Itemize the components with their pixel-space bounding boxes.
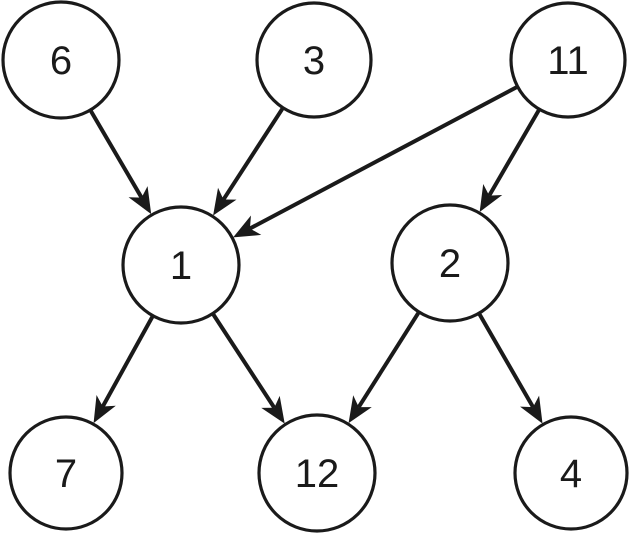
edge-2-to-4	[477, 313, 543, 424]
node-circle[interactable]	[390, 203, 510, 323]
graph-node-11[interactable]: 11	[509, 1, 627, 119]
edge-11-to-2	[479, 109, 541, 212]
edge-line	[477, 313, 535, 409]
arrowhead-icon	[213, 187, 237, 216]
node-circle[interactable]	[509, 1, 627, 119]
edge-layer	[89, 85, 543, 424]
edge-line	[487, 109, 541, 197]
arrowhead-icon	[233, 215, 262, 238]
edge-line	[357, 311, 421, 409]
arrowhead-icon	[520, 395, 543, 424]
graph-node-3[interactable]: 3	[255, 1, 373, 119]
edge-line	[211, 313, 276, 409]
edge-line	[221, 107, 285, 201]
arrowhead-icon	[93, 395, 116, 424]
graph-node-12[interactable]: 12	[257, 413, 377, 533]
node-label: 6	[50, 39, 72, 83]
graph-node-7[interactable]: 7	[8, 415, 124, 531]
node-label: 12	[295, 452, 340, 496]
node-label: 1	[170, 244, 192, 288]
graph-node-1[interactable]: 1	[121, 205, 241, 325]
node-label: 2	[439, 242, 461, 286]
arrowhead-icon	[348, 395, 372, 424]
node-label: 7	[55, 452, 77, 496]
arrowhead-icon	[128, 186, 152, 215]
node-label: 3	[303, 39, 325, 83]
graph-node-2[interactable]: 2	[390, 203, 510, 323]
graph-node-6[interactable]: 6	[1, 0, 121, 120]
graph-node-4[interactable]: 4	[513, 415, 629, 531]
arrowhead-icon	[261, 395, 285, 424]
node-circle[interactable]	[257, 413, 377, 533]
node-circle[interactable]	[255, 1, 373, 119]
edge-1-to-7	[93, 315, 155, 424]
node-circle[interactable]	[1, 0, 121, 120]
node-circle[interactable]	[513, 415, 629, 531]
edge-3-to-1	[213, 107, 285, 216]
edge-line	[89, 109, 144, 199]
edge-1-to-12	[211, 313, 285, 424]
node-label: 4	[560, 452, 582, 496]
edge-6-to-1	[89, 109, 152, 215]
arrowhead-icon	[479, 183, 503, 212]
node-label: 11	[547, 39, 589, 83]
edge-line	[248, 85, 518, 231]
node-circle[interactable]	[121, 205, 241, 325]
edge-11-to-1	[233, 85, 518, 238]
edge-2-to-12	[348, 311, 421, 424]
edge-line	[101, 315, 155, 408]
node-circle[interactable]	[8, 415, 124, 531]
